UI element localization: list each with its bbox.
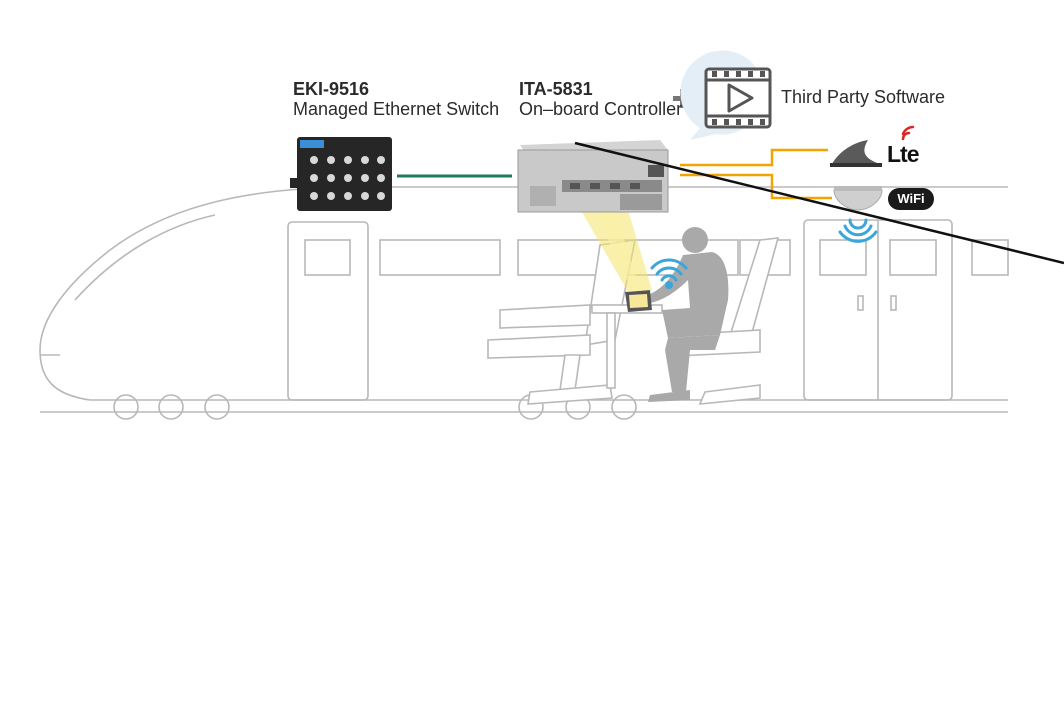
antenna-wifi-signal-icon (838, 218, 878, 243)
wifi-antenna (833, 186, 883, 211)
software-video-icon (680, 50, 772, 141)
pointer-line (574, 141, 1064, 265)
passenger-wifi-icon (650, 258, 688, 289)
lte-signal-icon (901, 125, 915, 141)
switch-label: EKI-9516 Managed Ethernet Switch (293, 79, 499, 119)
controller-label: ITA-5831 On–board Controller (519, 79, 682, 119)
controller-model: ITA-5831 (519, 79, 593, 99)
controller-description: On–board Controller (519, 99, 683, 119)
switch-model: EKI-9516 (293, 79, 370, 99)
switch-description: Managed Ethernet Switch (293, 99, 500, 119)
lte-antenna (830, 140, 882, 167)
software-label: Third Party Software (781, 87, 946, 107)
wifi-label: WiFi (888, 188, 934, 210)
onboard-controller-device (517, 140, 669, 213)
laptop-icon (625, 290, 652, 312)
ethernet-switch-device (290, 137, 392, 211)
passenger-silhouette (648, 227, 729, 402)
train-outline (39, 186, 1009, 420)
lte-label: Lte (887, 141, 919, 167)
